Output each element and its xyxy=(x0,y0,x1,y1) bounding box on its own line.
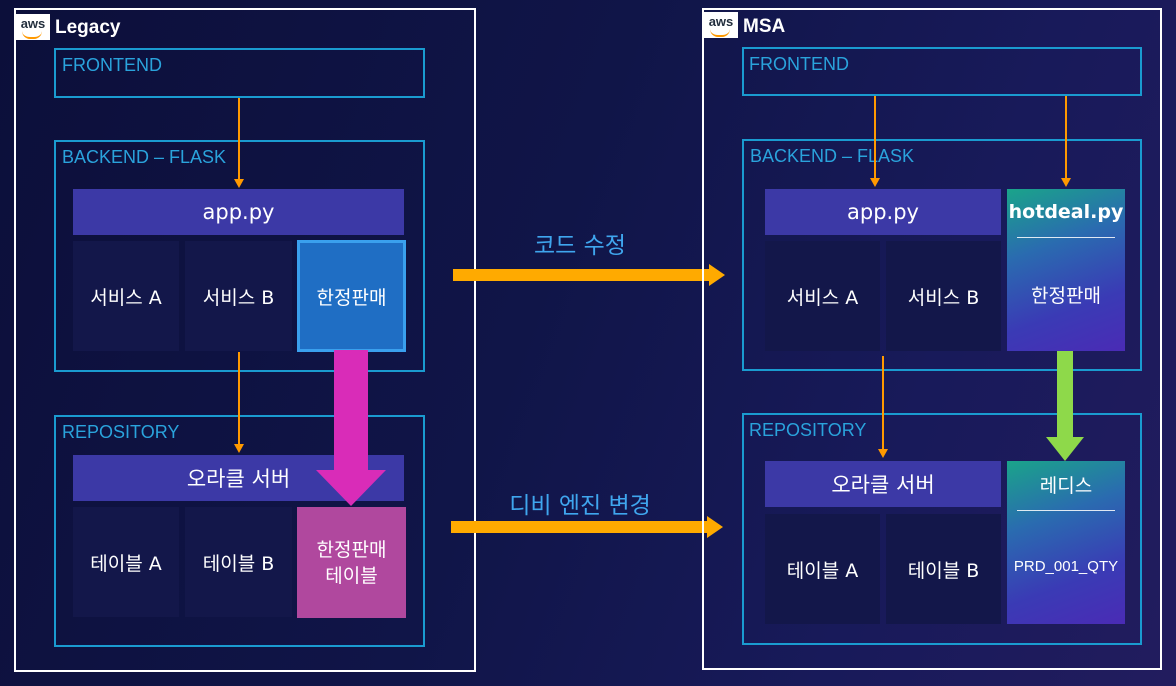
msa-backend-tier xyxy=(742,139,1142,371)
legacy-frontend-label: FRONTEND xyxy=(62,55,162,75)
legacy-arrowhead-1 xyxy=(234,179,244,188)
legacy-service-b: 서비스 B xyxy=(185,241,292,351)
msa-service-a: 서비스 A xyxy=(765,241,880,351)
legacy-app-bar: app.py xyxy=(73,189,404,235)
limited-table-line1: 한정판매 xyxy=(316,538,387,561)
hotdeal-limited-sale-label: 한정판매 xyxy=(1031,285,1101,307)
code-change-arrow xyxy=(453,269,709,281)
legacy-arrow-backend-to-repo xyxy=(238,352,240,445)
code-change-label: 코드 수정 xyxy=(534,233,626,259)
msa-green-arrow xyxy=(1046,351,1084,461)
db-engine-change-arrow xyxy=(451,521,707,533)
limited-table-line2: 테이블 xyxy=(325,564,378,587)
legacy-backend-label: BACKEND – FLASK xyxy=(62,147,227,167)
aws-logo-msa: aws xyxy=(704,12,738,38)
legacy-panel xyxy=(14,8,476,672)
msa-table-b: 테이블 B xyxy=(886,514,1001,624)
hotdeal-divider xyxy=(1017,237,1115,238)
msa-table-a: 테이블 A xyxy=(765,514,880,624)
aws-smile-icon xyxy=(22,31,42,39)
db-engine-change-arrowhead xyxy=(707,516,723,538)
msa-backend-label: BACKEND – FLASK xyxy=(750,146,915,166)
msa-arrowhead-1 xyxy=(870,178,880,187)
redis-label: 레디스 xyxy=(1039,475,1093,497)
legacy-title: Legacy xyxy=(55,17,121,38)
legacy-limited-sale-table: 한정판매 테이블 xyxy=(297,507,406,618)
legacy-repository-label: REPOSITORY xyxy=(62,422,180,442)
msa-arrowhead-3 xyxy=(878,449,888,458)
msa-arrow-frontend-to-app xyxy=(874,96,876,179)
legacy-arrowhead-2 xyxy=(234,444,244,453)
msa-oracle-server: 오라클 서버 xyxy=(765,461,1001,507)
db-engine-change-label: 디비 엔진 변경 xyxy=(509,493,651,519)
msa-app-bar: app.py xyxy=(765,189,1001,235)
legacy-pink-arrow xyxy=(316,350,386,506)
hotdeal-file-name: hotdeal.py xyxy=(1008,201,1124,223)
msa-arrow-backend-to-repo xyxy=(882,356,884,450)
aws-logo-legacy: aws xyxy=(16,14,50,40)
msa-arrow-frontend-to-hotdeal xyxy=(1065,96,1067,179)
msa-frontend-label: FRONTEND xyxy=(749,54,849,74)
msa-hotdeal-service: hotdeal.py 한정판매 xyxy=(1007,189,1125,351)
aws-smile-icon xyxy=(710,29,730,37)
msa-arrowhead-2 xyxy=(1061,178,1071,187)
msa-repository-label: REPOSITORY xyxy=(749,420,867,440)
legacy-limited-sale-service: 한정판매 xyxy=(297,240,406,352)
redis-key: PRD_001_QTY xyxy=(1013,558,1119,575)
code-change-arrowhead xyxy=(709,264,725,286)
legacy-arrow-frontend-to-app xyxy=(238,98,240,180)
legacy-table-a: 테이블 A xyxy=(73,507,179,617)
msa-frontend-tier xyxy=(742,47,1142,96)
legacy-service-a: 서비스 A xyxy=(73,241,179,351)
msa-service-b: 서비스 B xyxy=(886,241,1001,351)
legacy-table-b: 테이블 B xyxy=(185,507,292,617)
msa-panel xyxy=(702,8,1162,670)
legacy-frontend-tier xyxy=(54,48,425,98)
msa-redis-cache: 레디스 PRD_001_QTY xyxy=(1007,461,1125,624)
redis-divider xyxy=(1017,510,1115,511)
msa-repository-tier xyxy=(742,413,1142,645)
msa-title: MSA xyxy=(743,16,786,37)
